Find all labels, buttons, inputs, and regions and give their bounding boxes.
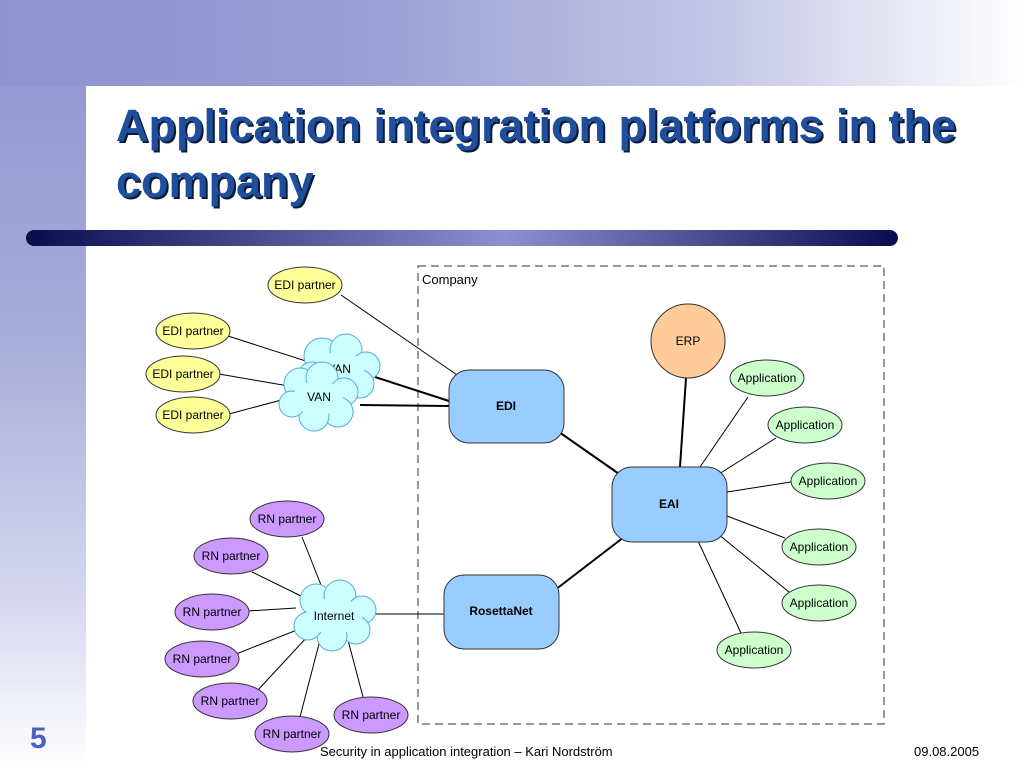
application-node: Application (767, 406, 843, 444)
connector (679, 377, 687, 468)
van-cloud-front: VAN (278, 361, 359, 432)
connector (246, 607, 297, 612)
application-node: Application (729, 359, 805, 397)
connector (699, 396, 749, 468)
rn-partner-node: RN partner (249, 500, 325, 538)
rn-partner-label: RN partner (183, 605, 242, 619)
slide-title: Application integration platforms in the… (116, 100, 957, 207)
company-boundary (417, 265, 885, 725)
application-label: Application (790, 596, 849, 610)
connector (726, 481, 792, 493)
company-label: Company (422, 272, 478, 287)
internet-cloud: Internet (293, 579, 377, 652)
connector (374, 376, 450, 402)
connector (301, 536, 324, 591)
edi-hub-label: EDI (496, 399, 516, 413)
erp-label: ERP (676, 334, 701, 348)
rn-partner-node: RN partner (333, 696, 409, 734)
rn-partner-label: RN partner (201, 694, 260, 708)
eai-hub: EAI (611, 466, 728, 543)
application-node: Application (790, 462, 866, 500)
connector (718, 437, 777, 475)
application-label: Application (738, 371, 797, 385)
connector (235, 627, 303, 655)
application-node: Application (781, 584, 857, 622)
rn-partner-label: RN partner (342, 708, 401, 722)
edi-partner-label: EDI partner (274, 278, 335, 292)
connector (554, 536, 625, 591)
rn-partner-label: RN partner (202, 549, 261, 563)
connector (697, 540, 742, 634)
rn-partner-node: RN partner (164, 640, 240, 678)
rn-partner-node: RN partner (174, 593, 250, 631)
rn-partner-label: RN partner (263, 727, 322, 741)
erp-node: ERP (650, 303, 726, 379)
edi-partner-label: EDI partner (162, 324, 223, 338)
background-top-band (0, 0, 1024, 86)
connector (251, 571, 304, 598)
connector (726, 515, 786, 539)
background-left-band (0, 0, 86, 768)
connection-lines (218, 294, 792, 718)
application-node: Application (716, 631, 792, 669)
edi-partner-node: EDI partner (155, 396, 231, 434)
application-node: Application (781, 528, 857, 566)
rn-partner-node: RN partner (193, 537, 269, 575)
internet-label: Internet (314, 609, 355, 623)
title-divider-bar (26, 230, 898, 246)
application-label: Application (790, 540, 849, 554)
application-label: Application (725, 643, 784, 657)
rn-partner-label: RN partner (258, 512, 317, 526)
connector (347, 639, 364, 698)
rn-partner-label: RN partner (173, 652, 232, 666)
connector (558, 431, 623, 477)
connector (299, 639, 321, 718)
connector (717, 533, 790, 593)
van-label: VAN (307, 390, 331, 404)
rosettanet-hub: RosettaNet (443, 574, 560, 650)
application-label: Application (799, 474, 858, 488)
edi-hub: EDI (448, 369, 565, 444)
connector (257, 635, 309, 691)
rosettanet-hub-label: RosettaNet (469, 604, 532, 618)
rn-partner-node: RN partner (192, 682, 268, 720)
slide-number: 5 (30, 722, 47, 755)
edi-partner-label: EDI partner (162, 408, 223, 422)
eai-hub-label: EAI (659, 497, 679, 511)
application-label: Application (776, 418, 835, 432)
edi-partner-label: EDI partner (152, 367, 213, 381)
connector (340, 294, 461, 378)
edi-partner-node: EDI partner (267, 266, 343, 304)
footer-date: 09.08.2005 (914, 744, 980, 759)
footer-text: Security in application integration – Ka… (320, 744, 613, 759)
connector (359, 404, 450, 407)
edi-partner-node: EDI partner (155, 312, 231, 350)
rn-partner-node: RN partner (254, 715, 330, 753)
edi-partner-node: EDI partner (145, 355, 221, 393)
